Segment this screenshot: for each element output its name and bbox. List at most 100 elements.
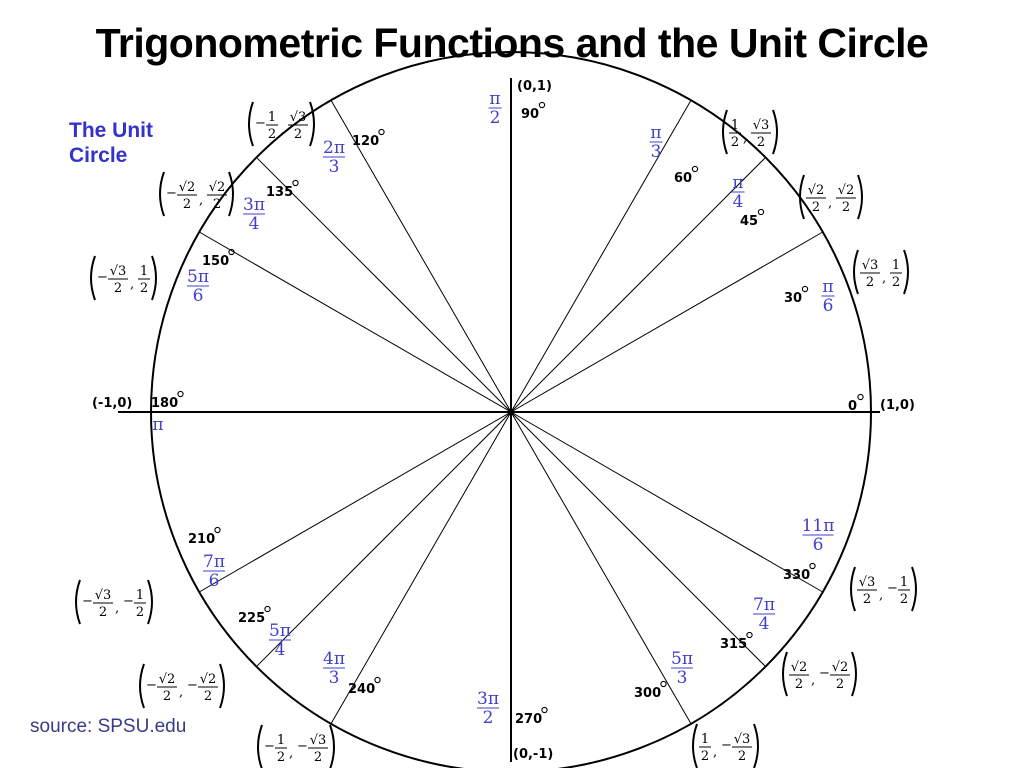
degree-symbol bbox=[264, 605, 271, 613]
rad-numerator: π bbox=[732, 173, 743, 193]
left-paren bbox=[850, 566, 856, 612]
coordinate-label-300: 12,−√32 bbox=[692, 723, 759, 768]
rad-denominator: 4 bbox=[733, 192, 744, 212]
radius-line-225 bbox=[256, 411, 512, 667]
right-paren bbox=[903, 249, 909, 295]
coord-x-numerator: 1 bbox=[277, 733, 285, 748]
degree-symbol bbox=[691, 165, 699, 173]
right-paren bbox=[309, 101, 315, 147]
radius-line-300 bbox=[510, 411, 692, 725]
coord-x-numerator: √2 bbox=[179, 180, 196, 195]
coord-y-sign: − bbox=[297, 739, 308, 754]
degree-label-150: 150 bbox=[202, 248, 235, 269]
degree-value: 315 bbox=[720, 637, 747, 652]
coord-comma: , bbox=[713, 745, 717, 760]
radian-label-300: 5π3 bbox=[671, 649, 693, 688]
rad-numerator: 3π bbox=[477, 689, 499, 709]
left-paren bbox=[722, 109, 728, 155]
degree-value: 90 bbox=[521, 107, 539, 122]
radian-label-150: 5π6 bbox=[187, 267, 209, 306]
rad-denominator: 3 bbox=[677, 668, 688, 688]
degree-label-240: 240 bbox=[348, 676, 381, 697]
left-paren bbox=[782, 651, 788, 697]
degree-value: 270 bbox=[515, 712, 542, 727]
right-paren bbox=[753, 723, 759, 768]
coord-y-numerator: √2 bbox=[838, 183, 855, 198]
coord-y-numerator: 1 bbox=[136, 588, 144, 603]
radius-line-150 bbox=[198, 231, 512, 413]
radius-line-45 bbox=[510, 157, 766, 413]
degree-symbol bbox=[214, 526, 221, 534]
right-paren bbox=[857, 174, 863, 220]
coord-x-sign: − bbox=[264, 739, 275, 754]
coord-y-sign: − bbox=[819, 666, 830, 681]
diagram-label-line-2: Circle bbox=[69, 144, 128, 167]
degree-symbol bbox=[292, 179, 299, 187]
degree-label-135: 135 bbox=[266, 179, 299, 200]
coordinate-label-135: −√22,√22 bbox=[159, 171, 234, 217]
degree-label-330: 330 bbox=[783, 562, 816, 583]
coord-x-numerator: √3 bbox=[95, 588, 112, 603]
degree-label-30: 30 bbox=[784, 285, 809, 306]
radian-label-210: 7π6 bbox=[203, 552, 225, 591]
coord-y-denominator: 2 bbox=[213, 197, 221, 212]
rad-numerator: π bbox=[822, 277, 833, 297]
slide-title: Trigonometric Functions and the Unit Cir… bbox=[95, 20, 929, 66]
coord-y-numerator: 1 bbox=[900, 575, 908, 590]
coord-x-numerator: √2 bbox=[159, 672, 176, 687]
coord-comma: , bbox=[811, 673, 815, 688]
degree-symbol bbox=[801, 285, 809, 293]
radius-line-210 bbox=[198, 411, 512, 593]
coord-y-numerator: 1 bbox=[892, 258, 900, 273]
coordinate-label-315: √22,−√22 bbox=[782, 651, 857, 697]
rad-denominator: 4 bbox=[759, 614, 770, 634]
degree-value: 180 bbox=[151, 396, 178, 411]
rad-denominator: 2 bbox=[490, 108, 501, 128]
coord-comma: , bbox=[115, 601, 119, 616]
coord-y-numerator: √3 bbox=[753, 118, 770, 133]
coord-y-denominator: 2 bbox=[892, 275, 900, 290]
radian-label-60: π3 bbox=[649, 123, 663, 162]
radian-label-90: π2 bbox=[488, 89, 502, 128]
right-paren bbox=[911, 566, 917, 612]
coord-y-denominator: 2 bbox=[842, 200, 850, 215]
coordinate-label-45: √22,√22 bbox=[799, 174, 863, 220]
degree-value: 30 bbox=[784, 291, 802, 306]
source-note: source: SPSU.edu bbox=[30, 716, 187, 737]
degree-symbol bbox=[177, 390, 184, 398]
axis-point-right: (1,0) bbox=[880, 398, 915, 413]
coord-comma: , bbox=[743, 131, 747, 146]
diagram-label-line-1: The Unit bbox=[69, 119, 153, 142]
coordinate-label-30: √32,12 bbox=[853, 249, 909, 295]
coord-comma: , bbox=[280, 123, 284, 138]
left-paren bbox=[75, 579, 81, 625]
left-paren bbox=[248, 101, 254, 147]
degree-symbol bbox=[228, 248, 235, 256]
degree-label-180: 180 bbox=[151, 390, 184, 411]
coord-x-denominator: 2 bbox=[277, 750, 285, 765]
coord-x-sign: − bbox=[166, 186, 177, 201]
rad-denominator: 6 bbox=[193, 286, 204, 306]
diagram-label: The Unit Circle bbox=[69, 118, 153, 168]
coord-x-numerator: √2 bbox=[808, 183, 825, 198]
degree-symbol bbox=[538, 101, 546, 109]
degree-label-270: 270 bbox=[515, 706, 548, 727]
right-paren bbox=[228, 171, 234, 217]
degree-symbol bbox=[378, 128, 385, 136]
coord-y-numerator: √3 bbox=[310, 733, 327, 748]
degree-symbol bbox=[746, 631, 753, 639]
radius-line-315 bbox=[510, 411, 766, 667]
coord-y-denominator: 2 bbox=[757, 135, 765, 150]
rad-denominator: 4 bbox=[249, 214, 260, 234]
coord-x-denominator: 2 bbox=[163, 689, 171, 704]
coord-comma: , bbox=[879, 588, 883, 603]
coord-comma: , bbox=[882, 271, 886, 286]
coord-x-numerator: 1 bbox=[731, 118, 739, 133]
coordinate-label-240: −12,−√32 bbox=[257, 724, 335, 768]
coord-y-numerator: √3 bbox=[734, 732, 751, 747]
radian-label-270: 3π2 bbox=[477, 689, 499, 728]
rad-denominator: 4 bbox=[275, 640, 286, 660]
coord-x-denominator: 2 bbox=[866, 275, 874, 290]
